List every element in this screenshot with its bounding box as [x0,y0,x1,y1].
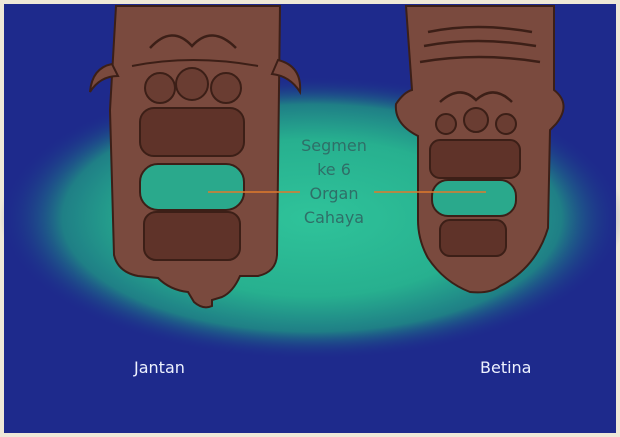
label-female: Betina [480,358,531,378]
male-firefly-abdomen [90,6,300,307]
label-ke-6: ke 6 [279,158,389,182]
female-segment-5 [430,140,520,178]
male-right-lobe [211,73,241,103]
label-segmen: Segmen [279,134,389,158]
female-segment-7 [440,220,506,256]
female-left-lobe [436,114,456,134]
male-segment-5 [140,108,244,156]
female-light-organ-segment-6 [432,180,516,216]
male-center-lobe [176,68,208,100]
female-right-lobe [496,114,516,134]
male-light-organ-segment-7 [144,212,240,260]
label-male: Jantan [134,358,185,378]
male-left-lobe [145,73,175,103]
male-light-organ-segment-6 [140,164,244,210]
female-center-lobe [464,108,488,132]
label-organ: Organ [279,182,389,206]
label-cahaya: Cahaya [279,206,389,230]
